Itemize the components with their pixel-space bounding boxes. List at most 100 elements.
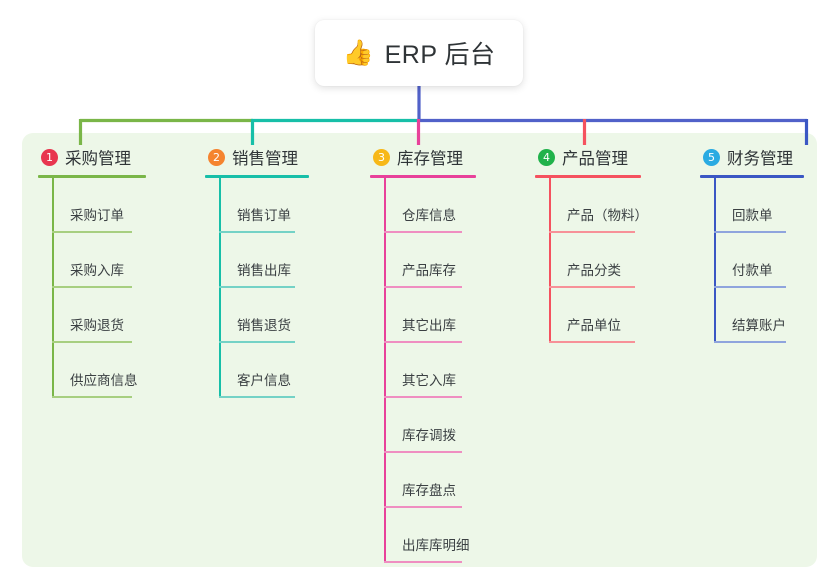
leaf-label: 库存调拨 (402, 428, 456, 443)
leaf-label: 其它入库 (402, 373, 456, 388)
branch-header-1[interactable]: 1 采购管理 (38, 145, 146, 169)
leaf-label: 产品（物料） (567, 208, 648, 223)
leaf-item[interactable]: 其它入库 (384, 343, 476, 398)
leaf-underline (52, 341, 132, 343)
branch-spine-3 (384, 178, 386, 563)
leaf-label: 销售退货 (237, 318, 291, 333)
leaf-underline (549, 341, 635, 343)
leaf-label: 销售出库 (237, 263, 291, 278)
branch-underline-4 (535, 175, 641, 178)
branch-column-2: 2 销售管理销售订单销售出库销售退货客户信息 (205, 145, 309, 398)
branch-leaf-list-1: 采购订单采购入库采购退货供应商信息 (38, 178, 146, 398)
leaf-label: 仓库信息 (402, 208, 456, 223)
leaf-underline (52, 396, 132, 398)
leaf-underline (384, 561, 462, 563)
leaf-label: 采购订单 (70, 208, 124, 223)
leaf-label: 产品分类 (567, 263, 621, 278)
leaf-underline (384, 396, 462, 398)
branch-spine-2 (219, 178, 221, 398)
leaf-label: 采购入库 (70, 263, 124, 278)
leaf-item[interactable]: 供应商信息 (52, 343, 146, 398)
branch-badge-1: 1 (41, 148, 58, 166)
leaf-item[interactable]: 产品（物料） (549, 178, 648, 233)
branch-column-5: 5 财务管理回款单付款单结算账户 (700, 145, 804, 343)
leaf-item[interactable]: 仓库信息 (384, 178, 476, 233)
leaf-item[interactable]: 库存调拨 (384, 398, 476, 453)
branch-label-5: 财务管理 (727, 150, 793, 168)
leaf-underline (52, 286, 132, 288)
leaf-label: 库存盘点 (402, 483, 456, 498)
leaf-underline (384, 506, 462, 508)
branch-spine-4 (549, 178, 551, 343)
branch-badge-3: 3 (373, 148, 390, 166)
leaf-item[interactable]: 产品单位 (549, 288, 641, 343)
leaf-underline (219, 231, 295, 233)
leaf-underline (384, 286, 462, 288)
branch-column-1: 1 采购管理采购订单采购入库采购退货供应商信息 (38, 145, 146, 398)
leaf-item[interactable]: 结算账户 (714, 288, 804, 343)
branch-underline-1 (38, 175, 146, 178)
leaf-label: 回款单 (732, 208, 773, 223)
leaf-label: 结算账户 (732, 318, 786, 333)
leaf-underline (384, 451, 462, 453)
branch-header-4[interactable]: 4 产品管理 (535, 145, 641, 169)
leaf-underline (714, 231, 786, 233)
leaf-label: 供应商信息 (70, 373, 138, 388)
branch-column-3: 3 库存管理仓库信息产品库存其它出库其它入库库存调拨库存盘点出库库明细 (370, 145, 476, 563)
leaf-label: 产品库存 (402, 263, 456, 278)
leaf-item[interactable]: 付款单 (714, 233, 804, 288)
leaf-label: 客户信息 (237, 373, 291, 388)
leaf-underline (384, 341, 462, 343)
leaf-label: 产品单位 (567, 318, 621, 333)
leaf-item[interactable]: 采购退货 (52, 288, 146, 343)
branch-leaf-list-5: 回款单付款单结算账户 (700, 178, 804, 343)
leaf-label: 付款单 (732, 263, 773, 278)
leaf-underline (219, 341, 295, 343)
leaf-label: 销售订单 (237, 208, 291, 223)
root-title: ERP 后台 (384, 41, 496, 69)
leaf-item[interactable]: 销售出库 (219, 233, 309, 288)
leaf-item[interactable]: 出库库明细 (384, 508, 476, 563)
branch-underline-5 (700, 175, 804, 178)
branch-label-3: 库存管理 (397, 150, 463, 168)
branch-spine-5 (714, 178, 716, 343)
branch-leaf-list-2: 销售订单销售出库销售退货客户信息 (205, 178, 309, 398)
leaf-item[interactable]: 采购入库 (52, 233, 146, 288)
branch-underline-3 (370, 175, 476, 178)
thumbs-up-icon: 👍 (342, 38, 374, 67)
leaf-item[interactable]: 库存盘点 (384, 453, 476, 508)
leaf-underline (52, 231, 132, 233)
leaf-underline (219, 286, 295, 288)
leaf-item[interactable]: 采购订单 (52, 178, 146, 233)
leaf-label: 出库库明细 (402, 538, 470, 553)
branch-label-4: 产品管理 (562, 150, 628, 168)
leaf-label: 其它出库 (402, 318, 456, 333)
leaf-item[interactable]: 销售订单 (219, 178, 309, 233)
leaf-label: 采购退货 (70, 318, 124, 333)
leaf-item[interactable]: 销售退货 (219, 288, 309, 343)
branch-label-2: 销售管理 (232, 150, 298, 168)
branch-label-1: 采购管理 (65, 150, 131, 168)
leaf-underline (549, 286, 635, 288)
branch-header-5[interactable]: 5 财务管理 (700, 145, 804, 169)
leaf-item[interactable]: 客户信息 (219, 343, 309, 398)
branch-header-2[interactable]: 2 销售管理 (205, 145, 309, 169)
branch-header-3[interactable]: 3 库存管理 (370, 145, 476, 169)
leaf-underline (384, 231, 462, 233)
root-node[interactable]: 👍 ERP 后台 (315, 20, 523, 86)
leaf-item[interactable]: 产品库存 (384, 233, 476, 288)
branch-badge-2: 2 (208, 148, 225, 166)
leaf-item[interactable]: 回款单 (714, 178, 804, 233)
leaf-item[interactable]: 其它出库 (384, 288, 476, 343)
branch-leaf-list-4: 产品（物料） 产品分类产品单位 (535, 178, 648, 343)
leaf-underline (714, 286, 786, 288)
branches-panel-background (22, 133, 817, 567)
branch-badge-4: 4 (538, 148, 555, 166)
branch-badge-5: 5 (703, 148, 720, 166)
leaf-item[interactable]: 产品分类 (549, 233, 641, 288)
leaf-underline (714, 341, 786, 343)
branch-leaf-list-3: 仓库信息产品库存其它出库其它入库库存调拨库存盘点出库库明细 (370, 178, 476, 563)
branch-spine-1 (52, 178, 54, 398)
leaf-underline (549, 231, 635, 233)
